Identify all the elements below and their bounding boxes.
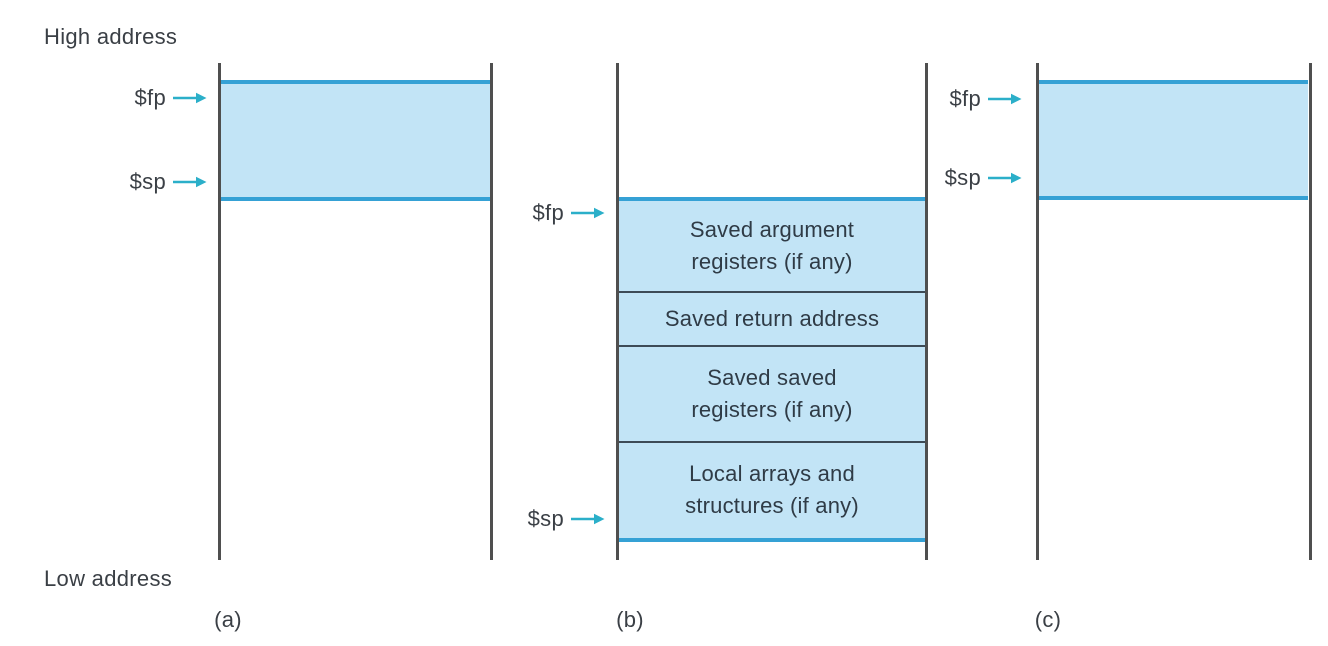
arrow-right-icon (173, 176, 207, 188)
caption-b: (b) (616, 607, 644, 632)
rail-c-left (1036, 63, 1039, 560)
section-text-line: registers (if any) (691, 397, 853, 422)
sp-pointer-label: $sp (129, 169, 166, 194)
section-text-line: registers (if any) (691, 249, 853, 274)
sp-pointer-a: $sp (130, 169, 207, 195)
sp-pointer-label: $sp (944, 165, 981, 190)
arrow-right-icon (988, 93, 1022, 105)
stack-frame-b: Saved argument registers (if any) Saved … (619, 197, 925, 542)
fp-pointer-c: $fp (950, 86, 1022, 112)
caption-a: (a) (214, 607, 242, 632)
section-text-line: Saved argument (689, 217, 855, 242)
allocated-frame-a (221, 80, 490, 201)
frame-section-return-address: Saved return address (619, 293, 925, 345)
fp-pointer-label: $fp (949, 86, 981, 111)
rail-a-left (218, 63, 221, 560)
arrow-right-icon (571, 513, 605, 525)
arrow-right-icon (988, 172, 1022, 184)
rail-a-right (490, 63, 493, 560)
section-divider (619, 291, 925, 293)
arrow-right-icon (173, 92, 207, 104)
rail-b-left (616, 63, 619, 560)
section-text-line: Saved return address (664, 306, 880, 331)
fp-pointer-a: $fp (135, 85, 207, 111)
sp-pointer-c: $sp (945, 165, 1022, 191)
section-text-line: Local arrays and (689, 461, 855, 486)
section-divider (619, 441, 925, 443)
section-divider (619, 345, 925, 347)
frame-section-local-arrays: Local arrays and structures (if any) (619, 443, 925, 537)
frame-section-saved-args: Saved argument registers (if any) (619, 201, 925, 291)
section-text-line: structures (if any) (685, 493, 859, 518)
allocated-frame-c (1039, 80, 1308, 200)
sp-pointer-label: $sp (527, 506, 564, 531)
low-address-label: Low address (44, 566, 173, 591)
fp-pointer-label: $fp (134, 85, 166, 110)
rail-b-right (925, 63, 928, 560)
rail-c-right (1309, 63, 1312, 560)
section-text-line: Saved saved (707, 365, 837, 390)
frame-section-saved-regs: Saved saved registers (if any) (619, 347, 925, 441)
arrow-right-icon (571, 207, 605, 219)
fp-pointer-b: $fp (533, 200, 605, 226)
fp-pointer-label: $fp (532, 200, 564, 225)
high-address-label: High address (44, 24, 178, 49)
caption-c: (c) (1034, 607, 1062, 632)
sp-pointer-b: $sp (528, 506, 605, 532)
